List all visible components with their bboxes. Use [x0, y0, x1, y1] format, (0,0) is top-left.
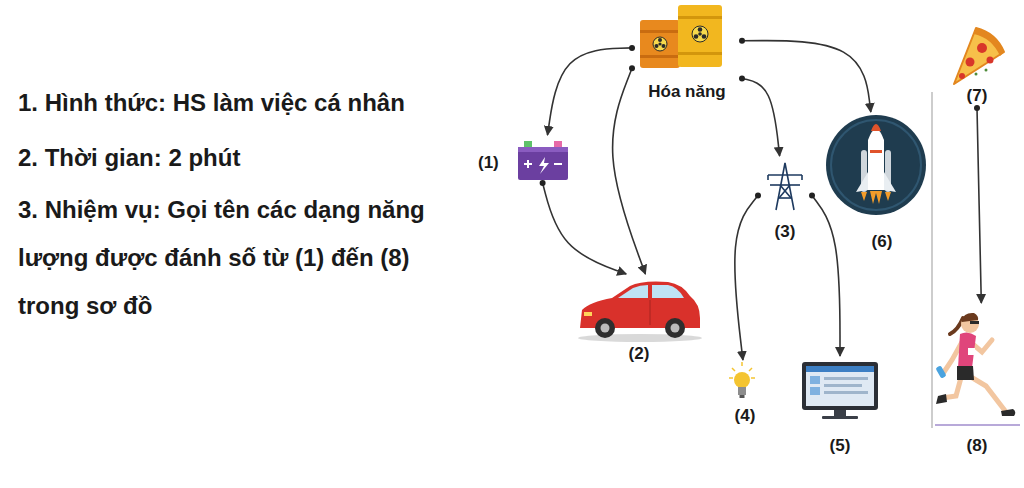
- energy-arrow: [613, 68, 646, 274]
- energy-node: (3): [758, 156, 812, 244]
- pizza-icon: [954, 28, 1004, 84]
- connector-dot: [629, 45, 635, 51]
- connector-dot: [755, 193, 761, 199]
- energy-node: (8): [934, 303, 1020, 458]
- energy-arrow: [548, 48, 633, 135]
- energy-node: (5): [798, 356, 882, 458]
- connector-dot: [739, 38, 745, 44]
- energy-node: (2): [575, 274, 703, 366]
- energy-arrow: [742, 41, 871, 112]
- connector-dot: [739, 76, 745, 82]
- node-label: (7): [967, 86, 988, 106]
- energy-node: (7): [944, 22, 1010, 108]
- energy-arrow: [812, 196, 840, 356]
- node-label: (3): [775, 222, 796, 242]
- instruction-text: 1. Hình thức: HS làm việc cá nhân: [18, 79, 468, 127]
- node-label: (1): [478, 153, 499, 173]
- node-label: Hóa năng: [648, 82, 725, 102]
- energy-arrow: [977, 108, 981, 303]
- pylon-icon: [768, 163, 802, 210]
- energy-arrow: [735, 196, 758, 360]
- separator-line: [931, 92, 933, 428]
- instruction-text: 2. Thời gian: 2 phút: [18, 134, 468, 182]
- node-label: (2): [629, 344, 650, 364]
- rocket-icon: [826, 115, 926, 215]
- energy-node: (4): [724, 360, 766, 428]
- node-label: (4): [735, 406, 756, 426]
- node-label: (8): [967, 436, 988, 456]
- runner-icon: [935, 313, 1020, 425]
- energy-node: (6): [824, 112, 928, 254]
- connector-dot: [540, 180, 546, 186]
- barrels-icon: [640, 5, 722, 68]
- node-label: (5): [830, 436, 851, 456]
- monitor-icon: [802, 362, 878, 419]
- energy-node: Hóa năng: [632, 2, 742, 104]
- connector-dot: [629, 65, 635, 71]
- energy-arrow: [543, 183, 627, 274]
- connector-dot: [974, 105, 980, 111]
- node-label: (6): [872, 232, 893, 252]
- connector-dot: [809, 193, 815, 199]
- energy-node: (1): [474, 135, 572, 183]
- battery-icon: [518, 141, 568, 180]
- energy-arrow: [742, 79, 780, 157]
- instruction-text: 3. Nhiệm vụ: Gọi tên các dạng năng lượng…: [18, 186, 468, 330]
- bulb-icon: [729, 362, 755, 398]
- car-icon: [578, 282, 702, 343]
